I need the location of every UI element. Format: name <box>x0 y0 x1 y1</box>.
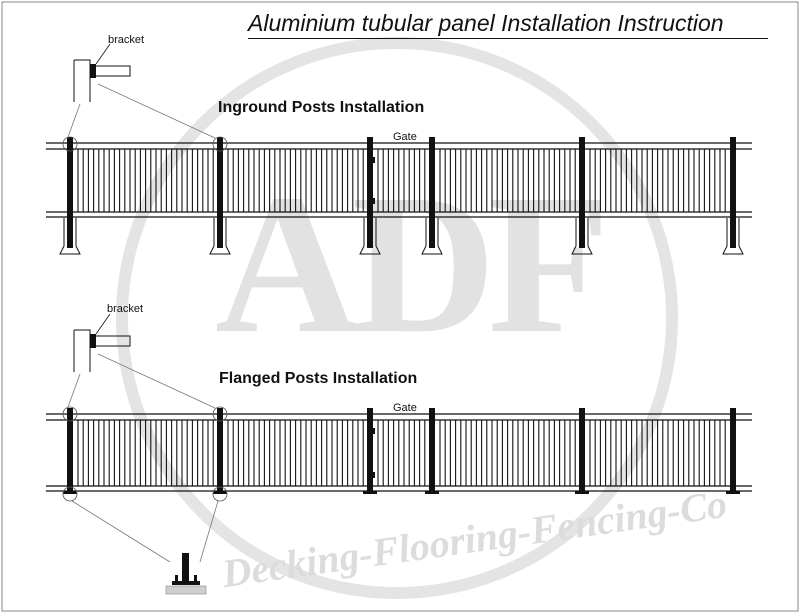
flange-plate <box>726 491 740 494</box>
post-outline <box>73 329 91 372</box>
callout-circle <box>212 136 228 152</box>
fence-post <box>367 137 373 248</box>
fence-post <box>367 408 373 494</box>
gate-hinge <box>372 198 375 204</box>
fence-post <box>217 137 223 248</box>
fence-post <box>67 408 73 494</box>
post-outline <box>73 59 91 102</box>
gate-hinge <box>372 157 375 163</box>
fence-post <box>429 408 435 494</box>
bracket-piece <box>90 334 96 348</box>
fence-post <box>429 137 435 248</box>
bracket-leader <box>95 313 111 335</box>
fence-post <box>67 137 73 248</box>
concrete-footing <box>359 218 381 255</box>
fence-post <box>730 137 736 248</box>
flange-bolt <box>175 575 178 581</box>
inground-fence <box>46 137 752 255</box>
fence-post <box>217 408 223 494</box>
fence-post <box>730 408 736 494</box>
flange-base-detail <box>172 581 200 585</box>
callout-line <box>97 83 216 139</box>
gate-hinge <box>372 428 375 434</box>
callout-line <box>67 373 81 408</box>
flange-post-detail <box>182 553 189 585</box>
callout-line <box>199 500 219 563</box>
flange-plate <box>363 491 377 494</box>
flange-plate <box>575 491 589 494</box>
page-title: Aluminium tubular panel Installation Ins… <box>248 10 768 39</box>
inground-bracket-label: bracket <box>108 34 145 46</box>
flange-plate <box>63 491 77 494</box>
callout-line <box>67 103 81 138</box>
concrete-footing <box>571 218 593 255</box>
flanged-gate-label: Gate <box>393 402 417 414</box>
watermark-circle <box>116 37 678 599</box>
callout-line <box>97 353 216 409</box>
concrete-footing <box>209 218 231 255</box>
concrete-footing <box>421 218 443 255</box>
callout-line <box>71 500 171 563</box>
callout-circle <box>212 486 228 502</box>
fence-post <box>579 137 585 248</box>
detail-callouts <box>62 43 228 595</box>
flange-plate <box>213 491 227 494</box>
callout-circle <box>62 136 78 152</box>
flanged-bracket-label: bracket <box>107 303 144 315</box>
flanged-fence <box>46 408 752 494</box>
callout-circle <box>62 486 78 502</box>
fence-post <box>579 408 585 494</box>
inground-heading: Inground Posts Installation <box>218 99 425 116</box>
callout-circle <box>62 406 78 422</box>
flanged-heading: Flanged Posts Installation <box>219 370 418 387</box>
rail-outline <box>93 65 131 77</box>
gate-hinge <box>372 472 375 478</box>
callout-circle <box>212 406 228 422</box>
inground-gate-label: Gate <box>393 131 417 143</box>
bracket-leader <box>95 43 111 65</box>
concrete-footing <box>722 218 744 255</box>
bracket-piece <box>90 64 96 78</box>
ground-hatch <box>165 585 207 595</box>
flange-plate <box>425 491 439 494</box>
rail-outline <box>93 335 131 347</box>
flange-bolt <box>194 575 197 581</box>
concrete-footing <box>59 218 81 255</box>
